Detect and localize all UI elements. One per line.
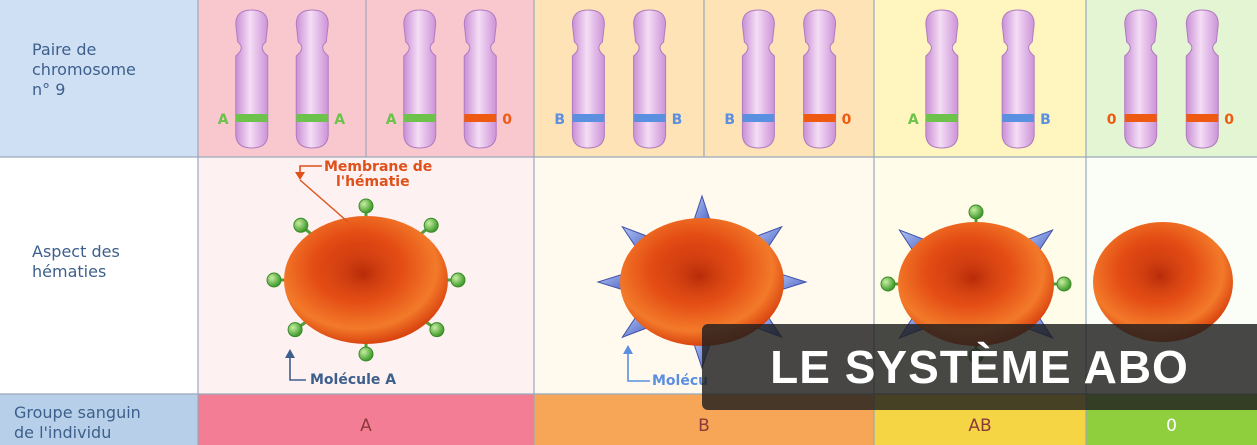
group-label-ab: AB	[874, 408, 1086, 444]
allele-label-1-1: A	[218, 112, 229, 128]
allele-band-6-1	[1125, 114, 1157, 122]
allele-band-1-1	[236, 114, 268, 122]
allele-band-4-2	[804, 114, 836, 122]
row-label-group: Groupe sanguin de l'individu	[14, 403, 141, 443]
cell-bg-pair-a0	[366, 0, 534, 157]
allele-label-6-1: 0	[1107, 112, 1117, 128]
cell-bg-pair-b0	[704, 0, 874, 157]
allele-label-4-1: B	[724, 112, 735, 128]
allele-label-6-2: 0	[1224, 112, 1234, 128]
row-label-cells-line-2: hématies	[32, 262, 120, 282]
chromosome-3-2	[634, 10, 666, 148]
chromosome-3-1	[572, 10, 604, 148]
group-label-0: 0	[1086, 408, 1257, 444]
cell-bg-pair-bb	[534, 0, 704, 157]
allele-label-2-1: A	[386, 112, 397, 128]
chromosome-6-1	[1125, 10, 1157, 148]
membrane-annotation-line-2: l'hématie	[324, 175, 432, 190]
allele-band-2-2	[464, 114, 496, 122]
red-cell-center-a	[323, 244, 403, 304]
cell-bg-pair-00	[1086, 0, 1257, 157]
row-label-chromosome-line-3: n° 9	[32, 80, 136, 100]
row-label-cells-line-1: Aspect des	[32, 242, 120, 262]
allele-band-6-2	[1186, 114, 1218, 122]
allele-band-5-2	[1002, 114, 1034, 122]
chromosome-5-2	[1002, 10, 1034, 148]
allele-band-2-1	[404, 114, 436, 122]
chromosome-5-1	[926, 10, 958, 148]
membrane-annotation: Membrane de l'hématie	[324, 160, 432, 190]
allele-label-3-2: B	[672, 112, 683, 128]
molecule-a-annotation: Molécule A	[310, 373, 396, 388]
chromosome-1-2	[296, 10, 328, 148]
row-label-chromosome: Paire de chromosome n° 9	[32, 40, 136, 100]
allele-label-2-2: 0	[502, 112, 512, 128]
allele-band-5-1	[926, 114, 958, 122]
row-label-chromosome-line-2: chromosome	[32, 60, 136, 80]
row-label-group-line-2: de l'individu	[14, 423, 141, 443]
allele-label-4-2: 0	[842, 112, 852, 128]
chromosome-4-2	[804, 10, 836, 148]
allele-label-1-2: A	[334, 112, 345, 128]
membrane-annotation-line-1: Membrane de	[324, 160, 432, 175]
red-cell-center-0	[1126, 248, 1194, 304]
cell-bg-pair-aa	[198, 0, 366, 157]
row-label-group-line-1: Groupe sanguin	[14, 403, 141, 423]
molecule-b-annotation: Molécu	[652, 374, 708, 389]
allele-band-3-2	[634, 114, 666, 122]
allele-band-3-1	[572, 114, 604, 122]
chromosome-6-2	[1186, 10, 1218, 148]
red-cell-a	[267, 199, 465, 361]
red-cell-center-ab	[935, 249, 1011, 307]
allele-band-4-1	[742, 114, 774, 122]
row-label-chromosome-line-1: Paire de	[32, 40, 136, 60]
chromosome-2-1	[404, 10, 436, 148]
group-label-b: B	[534, 408, 874, 444]
cell-bg-pair-ab	[874, 0, 1086, 157]
chromosome-2-2	[464, 10, 496, 148]
allele-label-5-1: A	[908, 112, 919, 128]
row-label-cells: Aspect des hématies	[32, 242, 120, 282]
red-cell-center-b	[659, 246, 739, 306]
chromosome-4-1	[742, 10, 774, 148]
banner-title: LE SYSTÈME ABO	[702, 324, 1257, 410]
allele-label-3-1: B	[554, 112, 565, 128]
chromosome-1-1	[236, 10, 268, 148]
allele-label-5-2: B	[1040, 112, 1051, 128]
title-banner: LE SYSTÈME ABO	[702, 324, 1257, 410]
group-label-a: A	[198, 408, 534, 444]
allele-band-1-2	[296, 114, 328, 122]
